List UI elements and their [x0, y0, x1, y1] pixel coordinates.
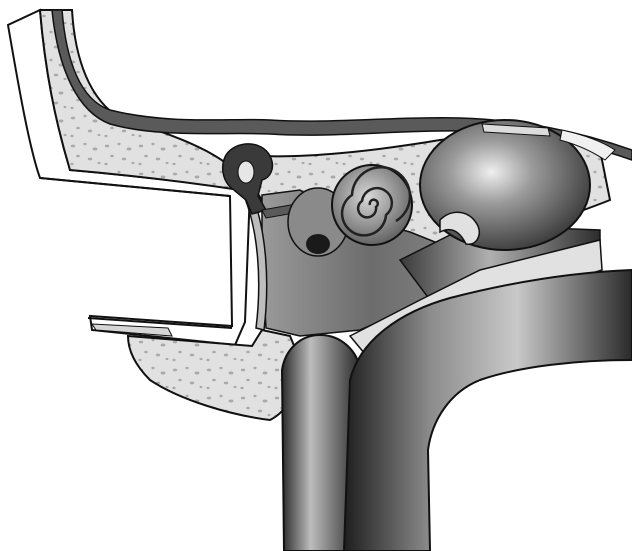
- temporal-bone-lower: [128, 330, 300, 420]
- ossicle-highlight: [238, 161, 254, 183]
- round-window: [306, 234, 330, 254]
